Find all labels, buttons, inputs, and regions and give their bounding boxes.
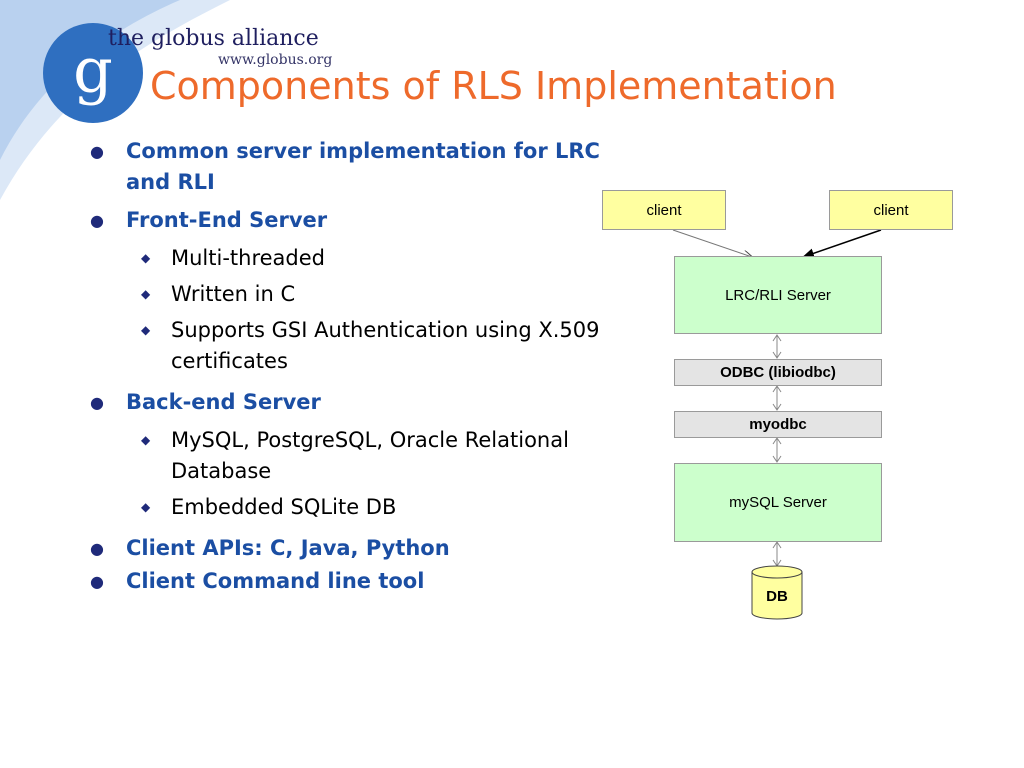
client-box-right: client: [829, 190, 953, 230]
arrowhead-mysql-db-down: [772, 559, 782, 567]
odbc-label: ODBC (libiodbc): [720, 364, 836, 381]
bullet-text: Client Command line tool: [126, 569, 425, 593]
bullet-text: Common server implementation for LRC and…: [126, 139, 600, 194]
client-label: client: [873, 201, 909, 219]
db-label: DB: [766, 587, 788, 605]
globus-logo-icon: g: [43, 23, 143, 123]
sub-bullet-item: ◆ Multi-threaded: [88, 243, 648, 274]
arrow-client-left-to-server: [672, 229, 752, 257]
brand-url: www.globus.org: [218, 52, 333, 68]
bullet-text: Front-End Server: [126, 208, 328, 232]
diamond-bullet-icon: ◆: [141, 287, 151, 301]
bullet-text: Client APIs: C, Java, Python: [126, 536, 450, 560]
bullet-item: ● Back-end Server: [88, 387, 648, 418]
db-label-box: DB: [752, 580, 802, 612]
sub-bullet-text: Written in C: [171, 282, 296, 306]
bullet-item: ● Front-End Server: [88, 205, 648, 236]
bullet-dot-icon: ●: [90, 142, 104, 161]
bullet-dot-icon: ●: [90, 211, 104, 230]
bullet-item: ● Client APIs: C, Java, Python: [88, 533, 648, 564]
myodbc-box: myodbc: [674, 411, 882, 438]
arrowhead-myodbc-mysql-down: [772, 455, 782, 463]
arrowhead-odbc-myodbc-down: [772, 403, 782, 411]
sub-bullet-text: Supports GSI Authentication using X.509 …: [171, 318, 600, 373]
sub-bullet-item: ◆ Supports GSI Authentication using X.50…: [88, 315, 648, 377]
odbc-box: ODBC (libiodbc): [674, 359, 882, 386]
bullet-list: ● Common server implementation for LRC a…: [88, 136, 648, 604]
bullet-item: ● Client Command line tool: [88, 566, 648, 597]
svg-text:g: g: [73, 34, 113, 107]
diamond-bullet-icon: ◆: [141, 323, 151, 337]
arrowhead-myodbc-mysql-up: [772, 437, 782, 445]
mysql-server-label: mySQL Server: [729, 494, 827, 511]
slide-title: Components of RLS Implementation: [150, 64, 837, 108]
bullet-item: ● Common server implementation for LRC a…: [88, 136, 648, 198]
bullet-dot-icon: ●: [90, 393, 104, 412]
client-box-left: client: [602, 190, 726, 230]
bullet-dot-icon: ●: [90, 572, 104, 591]
brand-name: the globus alliance: [108, 26, 319, 51]
sub-bullet-text: Embedded SQLite DB: [171, 495, 397, 519]
diamond-bullet-icon: ◆: [141, 433, 151, 447]
arrowhead-server-odbc-up: [772, 334, 782, 342]
lrc-rli-server-box: LRC/RLI Server: [674, 256, 882, 334]
sub-bullet-group: ◆ Multi-threaded ◆ Written in C ◆ Suppor…: [88, 243, 648, 377]
arrowhead-mysql-db-up: [772, 541, 782, 549]
sub-bullet-item: ◆ Embedded SQLite DB: [88, 492, 648, 523]
sub-bullet-item: ◆ Written in C: [88, 279, 648, 310]
bullet-dot-icon: ●: [90, 539, 104, 558]
client-label: client: [646, 201, 682, 219]
sub-bullet-text: Multi-threaded: [171, 246, 325, 270]
arrowhead-odbc-myodbc-up: [772, 385, 782, 393]
bullet-text: Back-end Server: [126, 390, 321, 414]
diamond-bullet-icon: ◆: [141, 500, 151, 514]
arrow-client-right-to-server: [802, 229, 882, 259]
diamond-bullet-icon: ◆: [141, 251, 151, 265]
sub-bullet-text: MySQL, PostgreSQL, Oracle Relational Dat…: [171, 428, 569, 483]
lrc-rli-server-label: LRC/RLI Server: [725, 286, 831, 304]
arrowhead-server-odbc-down: [772, 351, 782, 359]
mysql-server-box: mySQL Server: [674, 463, 882, 542]
myodbc-label: myodbc: [749, 416, 807, 433]
sub-bullet-item: ◆ MySQL, PostgreSQL, Oracle Relational D…: [88, 425, 648, 487]
sub-bullet-group: ◆ MySQL, PostgreSQL, Oracle Relational D…: [88, 425, 648, 523]
